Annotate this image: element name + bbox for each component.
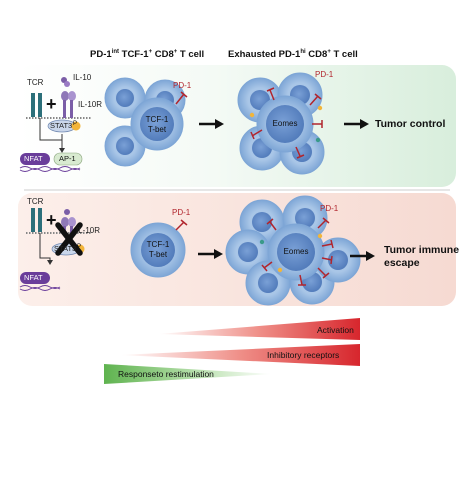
top-tcr-label: TCR [27, 78, 44, 87]
top-il10r-label: IL-10R [78, 100, 103, 109]
bottom-plus-sign: + [46, 210, 57, 230]
top-stat3 [47, 119, 81, 133]
bottom-stem-cell [130, 219, 188, 278]
top-nucleus-line-1: TCF-1 [145, 115, 169, 124]
top-nfat [20, 153, 50, 165]
inhibitory-receptors-wedge [120, 344, 360, 366]
top-il10-label: IL-10 [73, 73, 92, 82]
bottom-outcome-arrow [350, 251, 375, 261]
top-progression-arrow [199, 119, 224, 129]
bottom-nfat [20, 272, 50, 284]
top-nfat-label: NFAT [24, 154, 43, 163]
top-exhausted-cluster [237, 72, 325, 175]
top-exhausted-nucleus-label: Eomes [272, 119, 298, 128]
bottom-outcome-line-2: escape [384, 257, 420, 269]
top-stem-nucleus-label: TCF-1 T-bet [143, 115, 171, 135]
blocked-x-icon [55, 222, 83, 256]
top-stem-cell-cluster [104, 77, 188, 167]
bottom-stem-nucleus-label: TCF-1 T-bet [144, 240, 172, 260]
top-signal-arrowhead [59, 148, 65, 153]
bottom-progression-arrow [198, 249, 223, 259]
response-restimulation-wedge [104, 364, 272, 384]
header-left-cell-type: PD-1int TCF-1+ CD8+ T cell [90, 49, 205, 61]
top-il10-ligand [61, 77, 70, 87]
bottom-nucleus-line-2: T-bet [148, 250, 168, 259]
top-il10r-receptor [61, 91, 76, 118]
top-ap1-label: AP-1 [59, 154, 76, 163]
bottom-tcr-label: TCR [27, 197, 44, 206]
top-outcome-label: Tumor control [375, 118, 446, 130]
bottom-nucleus-line-1: TCF-1 [146, 240, 170, 249]
top-nucleus-line-2: T-bet [147, 125, 167, 134]
bottom-il10r-label: IL-10R [76, 226, 101, 235]
top-plus-sign: + [46, 94, 57, 114]
top-exhausted-pd1-markers [250, 87, 323, 159]
bottom-pd1-small-label: PD-1 [172, 208, 191, 217]
top-pd1-large-label: PD-1 [315, 70, 334, 79]
response-restimulation-label: Responseto restimulation [118, 369, 214, 379]
bottom-pd1-large-label: PD-1 [320, 204, 339, 213]
top-phospho-label: P [73, 121, 78, 127]
bottom-nfat-label: NFAT [24, 273, 43, 282]
top-exhausted-other-receptors [249, 105, 323, 143]
bottom-outcome-line-1: Tumor immune [384, 244, 460, 256]
activation-label: Activation [317, 325, 354, 335]
bottom-stat3-label: STAT3 [54, 244, 77, 253]
header-right-cell-type: Exhausted PD-1hi CD8+ T cell [228, 49, 358, 61]
bottom-exhausted-pd1-markers [261, 217, 334, 286]
bottom-exhausted-nucleus-label: Eomes [283, 247, 309, 256]
bottom-outcome-label: Tumor immune escape [384, 244, 459, 270]
top-outcome-arrow [344, 119, 369, 129]
top-dna [19, 166, 81, 170]
bottom-phospho-label: P [77, 244, 82, 250]
inhibitory-receptors-label: Inhibitory receptors [267, 350, 340, 360]
bottom-exhausted-other-receptors [259, 233, 323, 273]
top-tcr-receptor [31, 93, 42, 117]
top-pd1-small-label: PD-1 [173, 81, 192, 90]
bottom-tcr-receptor [31, 208, 42, 232]
bottom-signal-arrowhead [47, 260, 53, 265]
activation-wedge [158, 318, 360, 340]
top-stat3-label: STAT3 [50, 121, 73, 130]
top-ap1 [53, 152, 83, 166]
